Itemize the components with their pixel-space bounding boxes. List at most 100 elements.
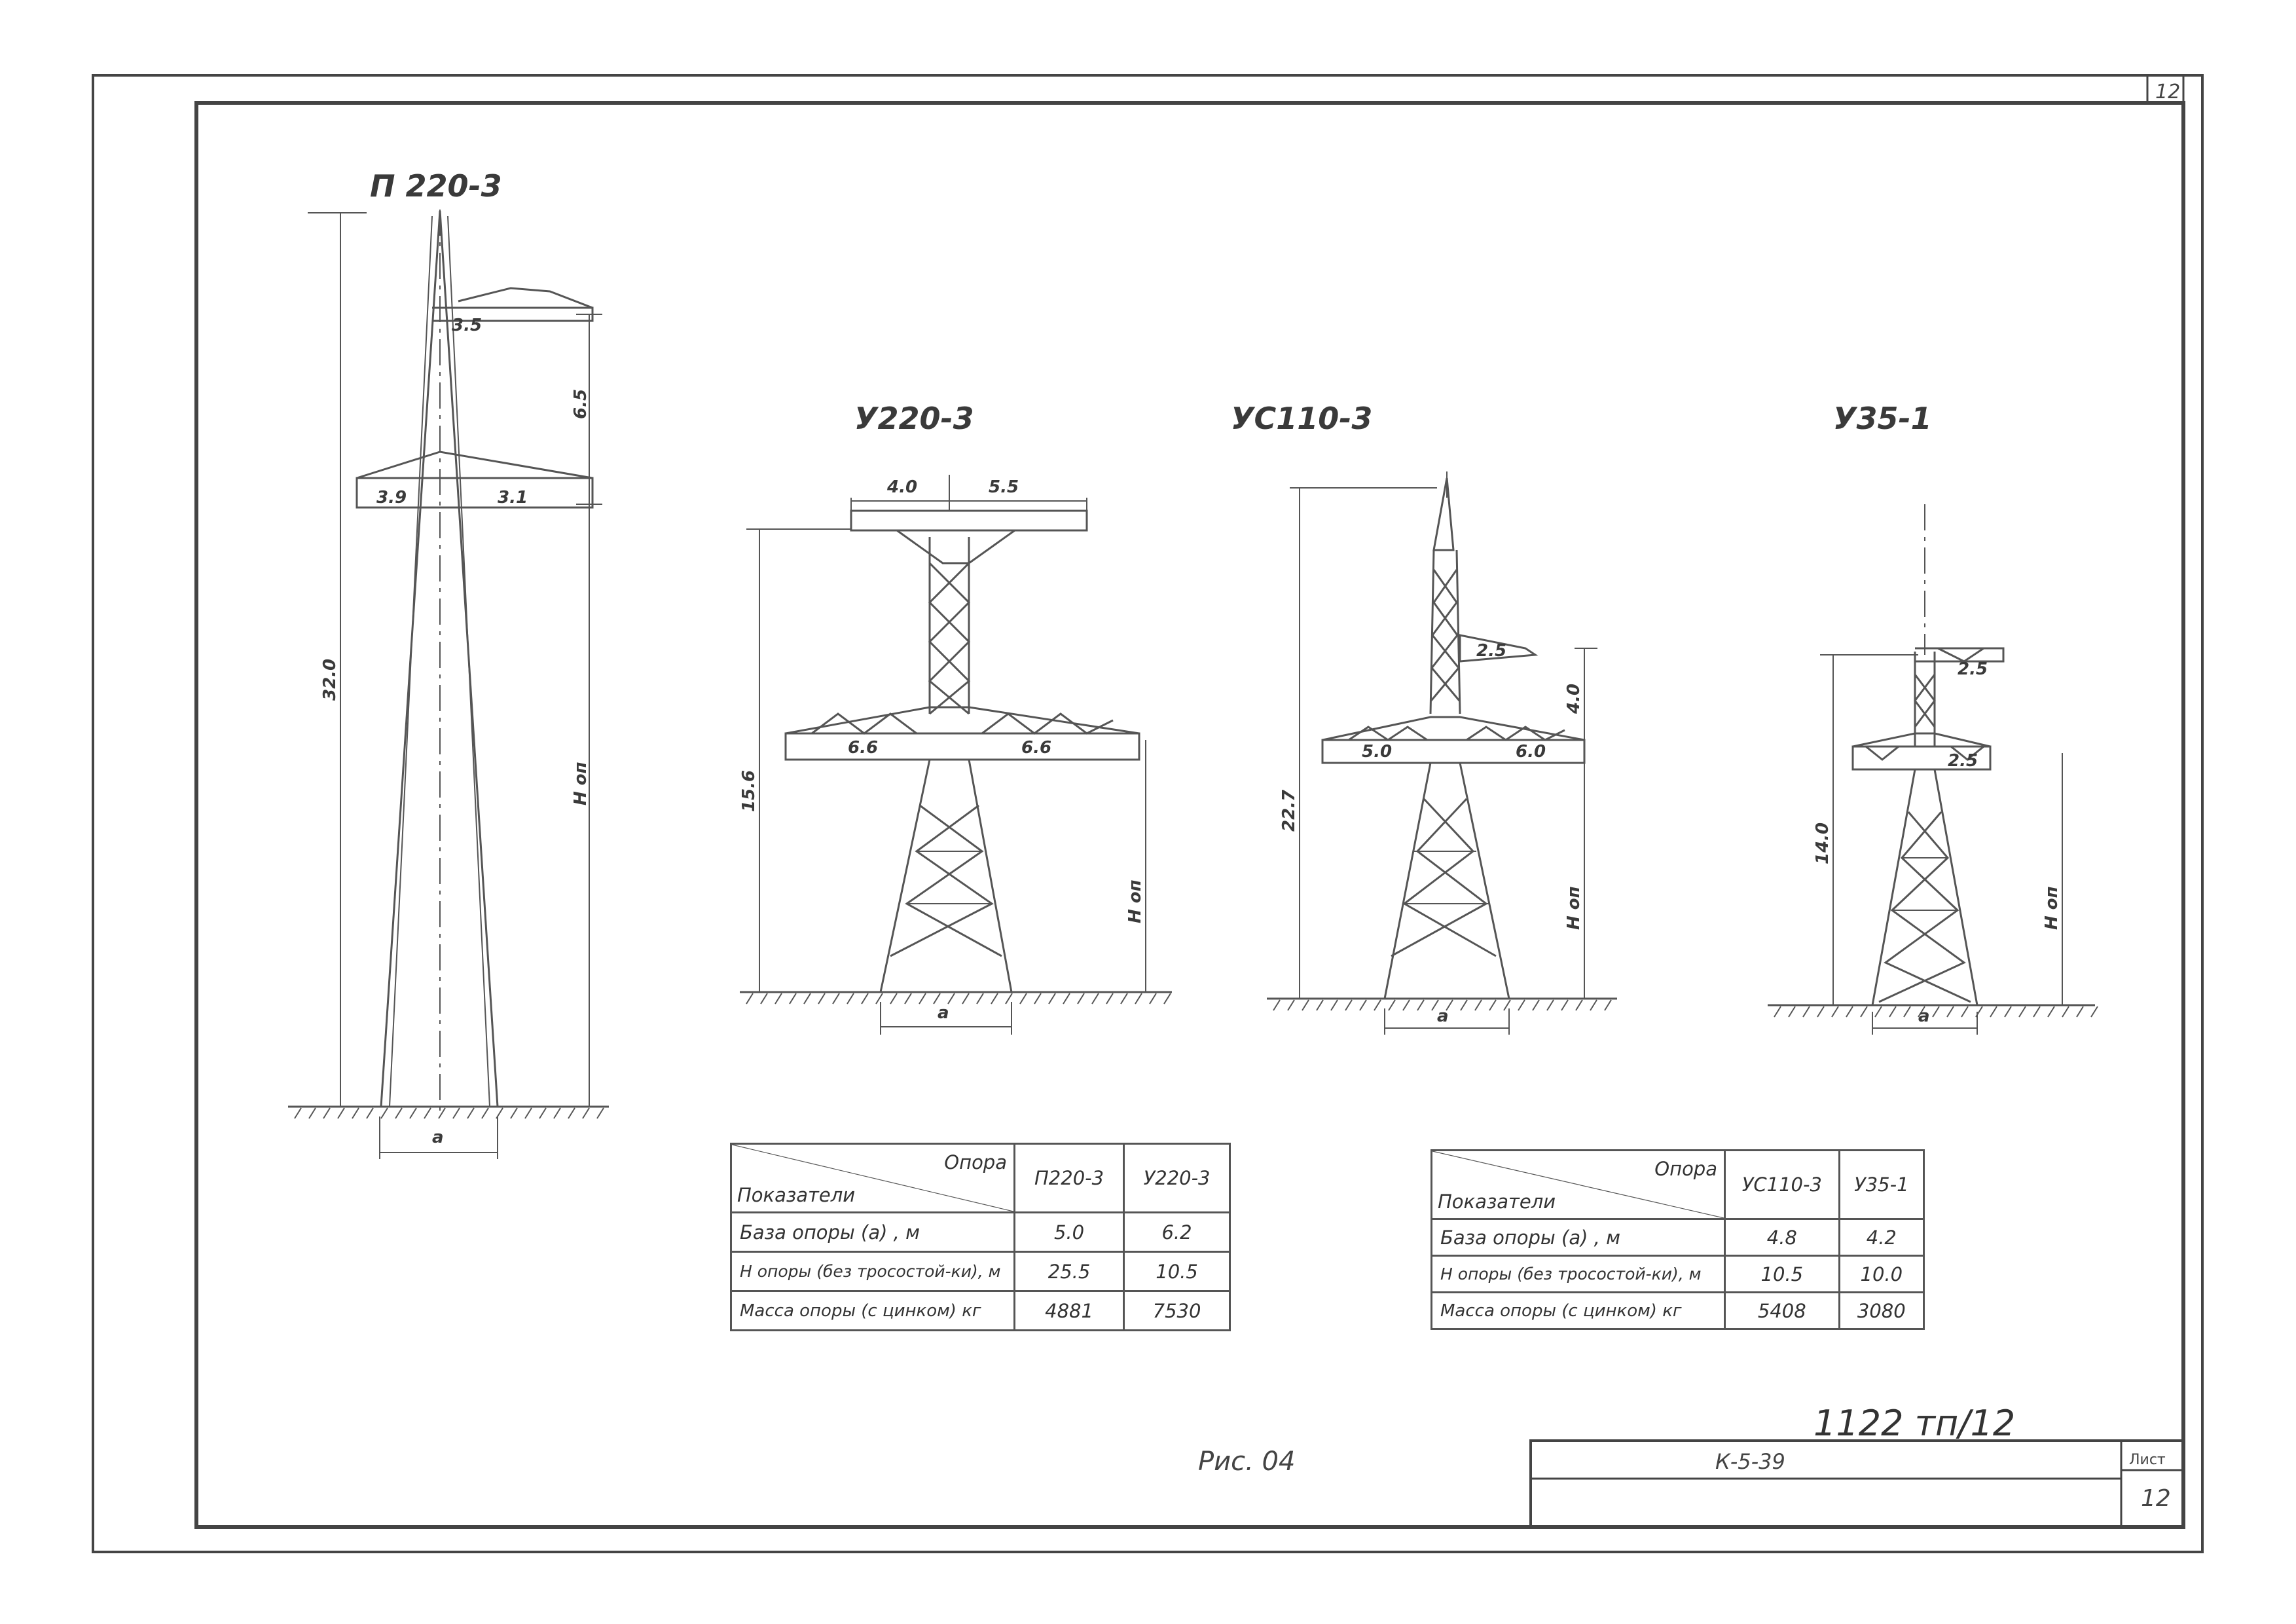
hatch-mark	[976, 993, 984, 1005]
hatch-mark	[1120, 993, 1128, 1005]
hatch-mark	[1518, 999, 1525, 1011]
hatch-mark	[1388, 999, 1396, 1011]
hatch-mark	[568, 1107, 575, 1119]
table-left-header-bottom: Показатели	[737, 1184, 856, 1206]
table-left-row-2-v1: 7530	[1123, 1290, 1231, 1331]
table-right-row-0-label: База опоры (a) , м	[1430, 1218, 1726, 1257]
table-left-row-0-label: База опоры (a) , м	[730, 1211, 1015, 1253]
dim-u35-top: 2.5	[1958, 659, 1988, 679]
hatch-mark	[2033, 1006, 2041, 1018]
table-left-row-0-v0: 5.0	[1013, 1211, 1125, 1253]
tower-us110-3	[1267, 471, 1617, 1035]
hatch-mark	[539, 1107, 547, 1119]
hatch-mark	[1604, 999, 1612, 1011]
hatch-mark	[510, 1107, 518, 1119]
hatch-mark	[1359, 999, 1367, 1011]
hatch-mark	[847, 993, 854, 1005]
hatch-mark	[1431, 999, 1439, 1011]
hatch-mark	[991, 993, 998, 1005]
dim-us110-upper: 4.0	[1564, 684, 1584, 714]
hatch-mark	[1005, 993, 1013, 1005]
table-left-col-0: П220-3	[1013, 1143, 1125, 1213]
table-left-row-0-v1: 6.2	[1123, 1211, 1231, 1253]
hatch-mark	[1345, 999, 1353, 1011]
hatch-mark	[1802, 1006, 1810, 1018]
title-block-handwritten: 1122 тп/12	[1813, 1403, 2015, 1444]
hatch-mark	[524, 1107, 532, 1119]
hatch-mark	[294, 1107, 302, 1119]
hatch-mark	[904, 993, 912, 1005]
dim-p220-upper: 6.5	[571, 389, 591, 419]
hatch-mark	[1590, 999, 1597, 1011]
table-left: Опора Показатели П220-3 У220-3 База опор…	[730, 1143, 1231, 1331]
hatch-mark	[438, 1107, 446, 1119]
dim-u220-arm-right: 6.6	[1021, 738, 1051, 758]
table-right-header-cell: Опора Показатели	[1430, 1149, 1726, 1220]
dim-p220-base: a	[432, 1128, 444, 1147]
dim-u35-base: a	[1918, 1006, 1930, 1026]
dim-u35-total: 14.0	[1813, 822, 1832, 864]
table-right-row-2-v1: 3080	[1838, 1291, 1925, 1330]
hatch-mark	[1990, 1006, 1997, 1018]
dim-p220-top: 3.5	[452, 316, 482, 335]
tower-title-p220: П 220-3	[370, 168, 502, 204]
hatch-mark	[1546, 999, 1554, 1011]
ground-hatching	[294, 993, 2098, 1119]
hatch-mark	[1946, 1006, 1954, 1018]
dim-us110-total: 22.7	[1279, 789, 1299, 832]
hatch-mark	[789, 993, 797, 1005]
hatch-mark	[582, 1107, 590, 1119]
hatch-mark	[2018, 1006, 2026, 1018]
table-right: Опора Показатели УС110-3 У35-1 База опор…	[1430, 1149, 1925, 1330]
title-block-sheet-label: Лист	[2129, 1452, 2166, 1468]
hatch-mark	[832, 993, 840, 1005]
table-left-header-top: Опора	[944, 1151, 1007, 1173]
hatch-mark	[1316, 999, 1324, 1011]
hatch-mark	[1831, 1006, 1839, 1018]
dim-p220-total: 32.0	[320, 659, 340, 701]
table-right-header-diagonal	[1432, 1151, 1724, 1218]
hatch-mark	[1106, 993, 1114, 1005]
dim-us110-top: 2.5	[1476, 641, 1506, 661]
dim-p220-arm-right: 3.1	[498, 488, 528, 507]
hatch-mark	[890, 993, 898, 1005]
hatch-mark	[947, 993, 955, 1005]
dim-us110-arm-left: 5.0	[1362, 742, 1392, 762]
hatch-mark	[1561, 999, 1569, 1011]
hatch-mark	[1149, 993, 1157, 1005]
tower-p220-3	[288, 210, 609, 1159]
dim-u35-h: Н оп	[2042, 886, 2062, 930]
hatch-mark	[1503, 999, 1511, 1011]
table-left-row-1-v0: 25.5	[1013, 1251, 1125, 1292]
table-right-row-1-v1: 10.0	[1838, 1255, 1925, 1293]
dim-u35-arm: 2.5	[1948, 751, 1978, 771]
hatch-mark	[1460, 999, 1468, 1011]
hatch-mark	[481, 1107, 489, 1119]
hatch-mark	[366, 1107, 374, 1119]
hatch-mark	[395, 1107, 403, 1119]
hatch-mark	[1135, 993, 1142, 1005]
table-right-row-1-label: Н опоры (без тросостой-ки), м	[1430, 1255, 1726, 1293]
hatch-mark	[323, 1107, 331, 1119]
table-right-row-2-v0: 5408	[1724, 1291, 1840, 1330]
hatch-mark	[962, 993, 970, 1005]
dim-u220-total: 15.6	[739, 770, 759, 812]
hatch-mark	[1019, 993, 1027, 1005]
dim-u220-base: a	[938, 1003, 949, 1023]
hatch-mark	[409, 1107, 417, 1119]
dim-us110-base: a	[1437, 1006, 1449, 1026]
hatch-mark	[746, 993, 754, 1005]
table-left-row-2-label: Масса опоры (с цинком) кг	[730, 1290, 1015, 1331]
hatch-mark	[352, 1107, 359, 1119]
hatch-mark	[1860, 1006, 1868, 1018]
table-left-col-1: У220-3	[1123, 1143, 1231, 1213]
hatch-mark	[1532, 999, 1540, 1011]
hatch-mark	[2062, 1006, 2069, 1018]
table-right-row-1-v0: 10.5	[1724, 1255, 1840, 1293]
dim-u220-h: Н оп	[1125, 879, 1145, 923]
hatch-mark	[2076, 1006, 2084, 1018]
hatch-mark	[861, 993, 869, 1005]
hatch-mark	[452, 1107, 460, 1119]
hatch-mark	[496, 1107, 503, 1119]
